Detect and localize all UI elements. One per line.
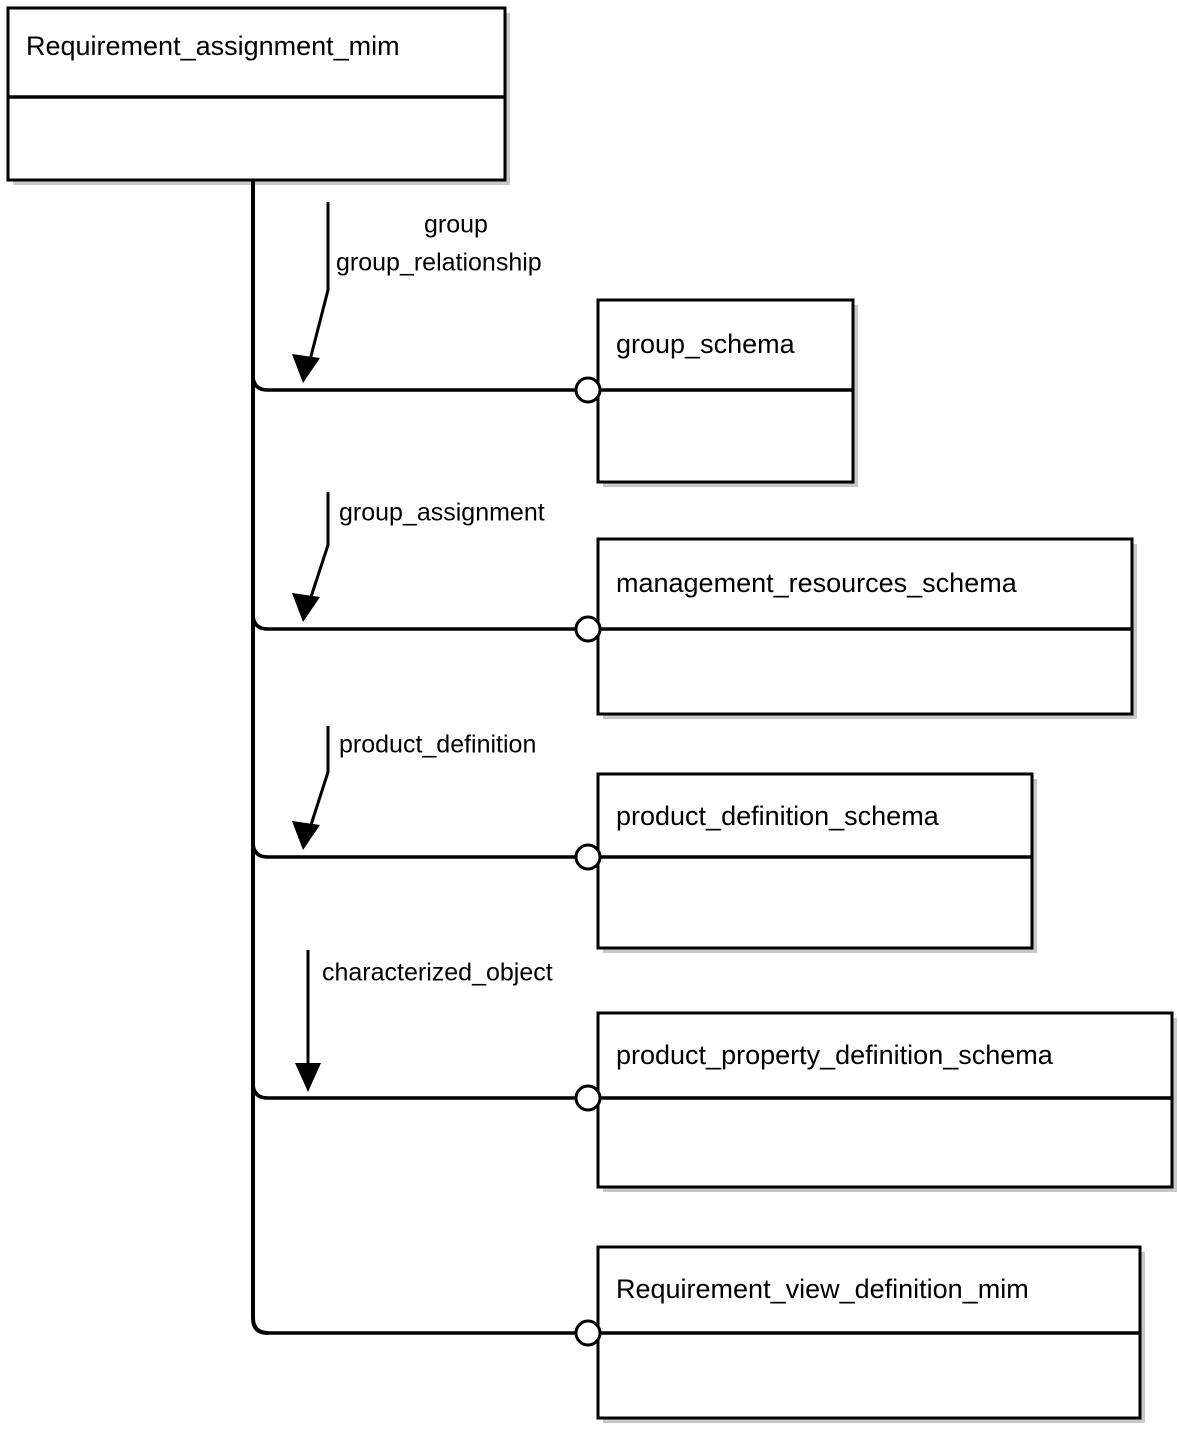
relationship-product-definition-schema[interactable]: product_definition product_definition_sc… (251, 726, 1037, 953)
trunk-connector-line (251, 180, 269, 1335)
entity-box-title: group_schema (616, 329, 796, 359)
relationship-endpoint-circle (574, 1319, 602, 1347)
relationship-endpoint-circle (574, 615, 602, 643)
arrow-shaft (308, 492, 330, 601)
arrow-shaft (308, 202, 330, 361)
relationship-label-group: group (424, 211, 488, 239)
entity-box-product-property-definition-schema[interactable]: product_property_definition_schema (596, 1011, 1177, 1192)
arrow-head-icon (295, 1063, 321, 1092)
entity-box-group-schema[interactable]: group_schema (596, 298, 858, 487)
entity-box-title: management_resources_schema (616, 568, 1018, 598)
entity-box-title: product_property_definition_schema (616, 1040, 1054, 1070)
box-outline (596, 1011, 1174, 1189)
relationship-endpoint-circle (574, 376, 602, 404)
relationship-label-group-assignment: group_assignment (339, 499, 545, 527)
relationship-management-resources-schema[interactable]: group_assignment management_resources_sc… (251, 492, 1137, 719)
branch-line (251, 1082, 588, 1100)
relationship-requirement-view-definition-mim[interactable]: Requirement_view_definition_mim (268, 1245, 1145, 1423)
arrow-head-icon (292, 593, 320, 622)
box-outline (6, 6, 507, 182)
branch-line (251, 374, 588, 392)
entity-box-title: product_definition_schema (616, 801, 940, 831)
arrow-shaft (308, 726, 330, 829)
arrow-head-icon (292, 821, 320, 850)
entity-box-management-resources-schema[interactable]: management_resources_schema (596, 537, 1137, 719)
branch-line (251, 613, 588, 631)
relationship-endpoint-circle (574, 1084, 602, 1112)
box-outline (596, 772, 1034, 950)
branch-line (251, 841, 588, 859)
relationship-label-group-relationship: group_relationship (336, 249, 542, 277)
relationship-label-product-definition: product_definition (339, 731, 536, 759)
relationship-group-schema[interactable]: group group_relationship group_schema (251, 202, 858, 487)
entity-box-product-definition-schema[interactable]: product_definition_schema (596, 772, 1037, 953)
entity-box-requirement-assignment-mim[interactable]: Requirement_assignment_mim (6, 6, 510, 185)
box-outline (596, 537, 1134, 716)
relationship-product-property-definition-schema[interactable]: characterized_object product_property_de… (251, 950, 1177, 1192)
relationship-label-characterized-object: characterized_object (322, 959, 553, 987)
relationship-endpoint-circle (574, 843, 602, 871)
entity-box-title: Requirement_view_definition_mim (616, 1274, 1029, 1304)
arrow-head-icon (292, 354, 320, 383)
entity-box-requirement-view-definition-mim[interactable]: Requirement_view_definition_mim (596, 1245, 1145, 1423)
entity-box-title: Requirement_assignment_mim (26, 31, 400, 61)
